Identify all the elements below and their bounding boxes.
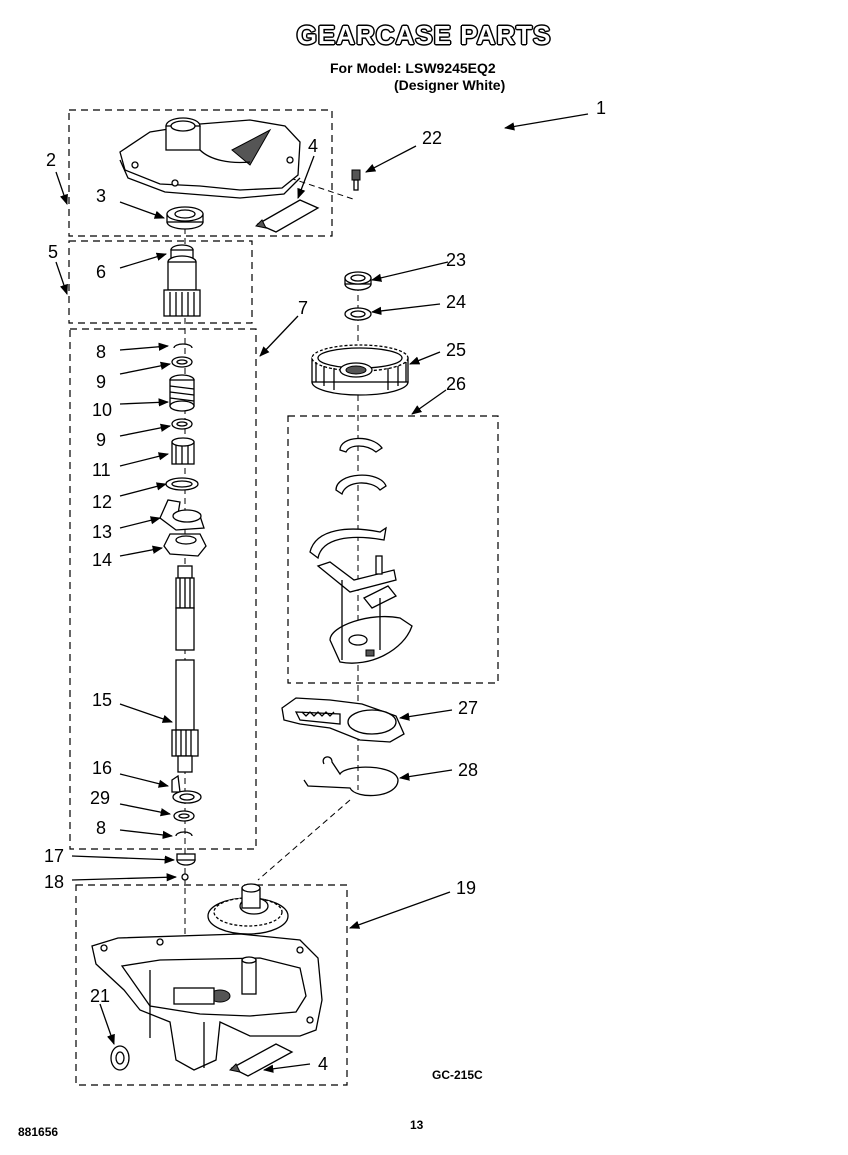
callout-23: 23 [446,250,466,270]
brake-spring [303,756,399,797]
callout-9-lower: 9 [96,430,106,450]
callout-8-top: 8 [96,342,106,362]
callout-1: 1 [596,98,606,118]
callout-16: 16 [92,758,112,778]
screw [351,169,361,191]
shaft-stack [159,343,207,557]
callout-11: 11 [92,460,111,480]
callout-17: 17 [44,846,64,866]
callout-18: 18 [44,872,64,892]
callout-21: 21 [90,986,110,1006]
callout-9-top: 9 [96,372,106,392]
agitator-shaft [171,565,199,773]
callout-27: 27 [458,698,478,718]
group-box-gearcase-cover [68,109,333,237]
group-box-shaft-assembly [69,328,257,850]
page-title: GEARCASE PARTS [296,20,552,50]
doc-number: 881656 [18,1125,59,1139]
callout-3: 3 [96,186,106,206]
grease-tube [254,199,320,233]
drive-gear [311,344,409,396]
callout-29: 29 [90,788,110,808]
callout-2: 2 [46,150,56,170]
callout-8-lower: 8 [96,818,106,838]
callout-14: 14 [92,550,112,570]
callout-10: 10 [92,400,112,420]
shift-assembly [309,437,413,664]
callout-4-top: 4 [308,136,318,156]
group-box-gearcase-base [75,884,348,1086]
callout-6: 6 [96,262,106,282]
callout-4-lower: 4 [318,1054,328,1074]
page-number: 13 [410,1118,424,1132]
callout-25: 25 [446,340,466,360]
drain-plug [110,1045,130,1071]
gearcase-cover [119,117,301,199]
spacer-washers [344,271,372,321]
callout-26: 26 [446,374,466,394]
callout-7: 7 [298,298,308,318]
callout-19: 19 [456,878,476,898]
brake-cam [281,697,405,743]
callout-5: 5 [48,242,58,262]
gear-to-base-line [257,799,351,881]
diagram-code: GC-215C [432,1068,483,1082]
model-variant: (Designer White) [394,77,506,93]
callout-22: 22 [422,128,442,148]
callout-24: 24 [446,292,466,312]
callout-12: 12 [92,492,112,512]
callout-13: 13 [92,522,112,542]
leader-arrows [55,113,589,1073]
screw-axis-line [289,177,357,201]
group-box-shift-assembly [287,415,499,684]
drive-block [163,244,201,317]
model-number: For Model: LSW9245EQ2 [330,60,496,76]
gearcase-base [91,883,323,1071]
lower-shaft-parts [171,774,202,881]
callout-labels: 1 2 3 4 5 6 7 8 9 10 9 11 12 13 14 15 16… [44,98,606,1074]
group-box-drive-assembly [68,240,253,324]
callout-15: 15 [92,690,112,710]
callout-28: 28 [458,760,478,780]
grease-tube-lower [228,1043,294,1077]
seal [166,206,204,230]
